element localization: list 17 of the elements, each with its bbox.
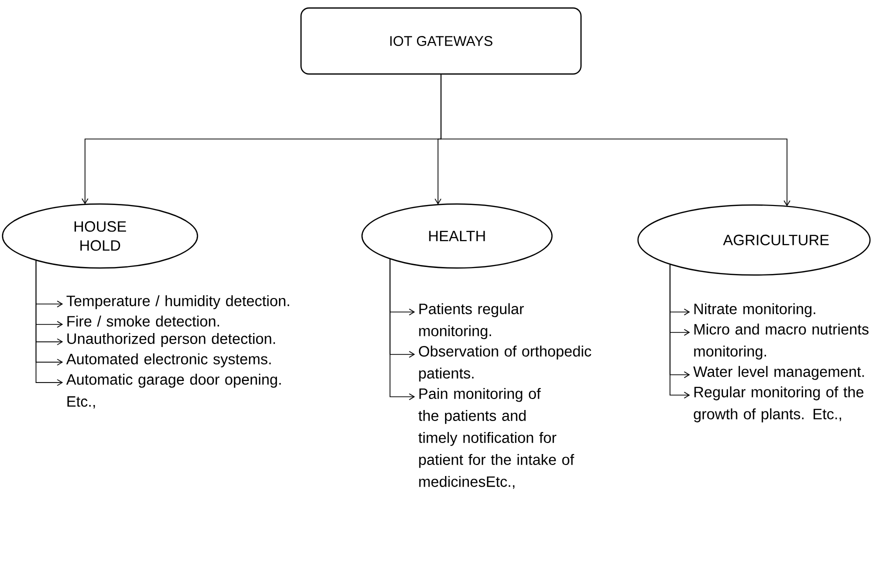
arrow [390,258,415,400]
item-text: Unauthorized person detection. [67,333,275,347]
item-text: Water level management. [693,366,864,380]
item-text: Temperature / humidity detection. [66,295,290,310]
item-text: Automated electronic systems. [66,353,271,368]
item-text: Micro and macro nutrients monitoring. [694,324,868,360]
item-text: Observation of orthopedic patients. [418,346,592,382]
arrow [670,264,690,399]
root-box: IOT GATEWAYS [300,7,582,75]
item-text: Pain monitoring of the patients and timely notification for patient for the intake of medicinesEtc., [418,388,574,489]
item-text: Regular monitoring of the growth of plants. Etc., [694,386,864,422]
arrow [36,260,64,386]
item-text: Nitrate monitoring. [694,303,816,318]
item-text: Automatic garage door opening. Etc., [66,374,281,409]
arrow [440,74,790,206]
item-text: Fire / smoke detection. [67,316,220,327]
item-text: Patients regular monitoring. [419,303,524,340]
